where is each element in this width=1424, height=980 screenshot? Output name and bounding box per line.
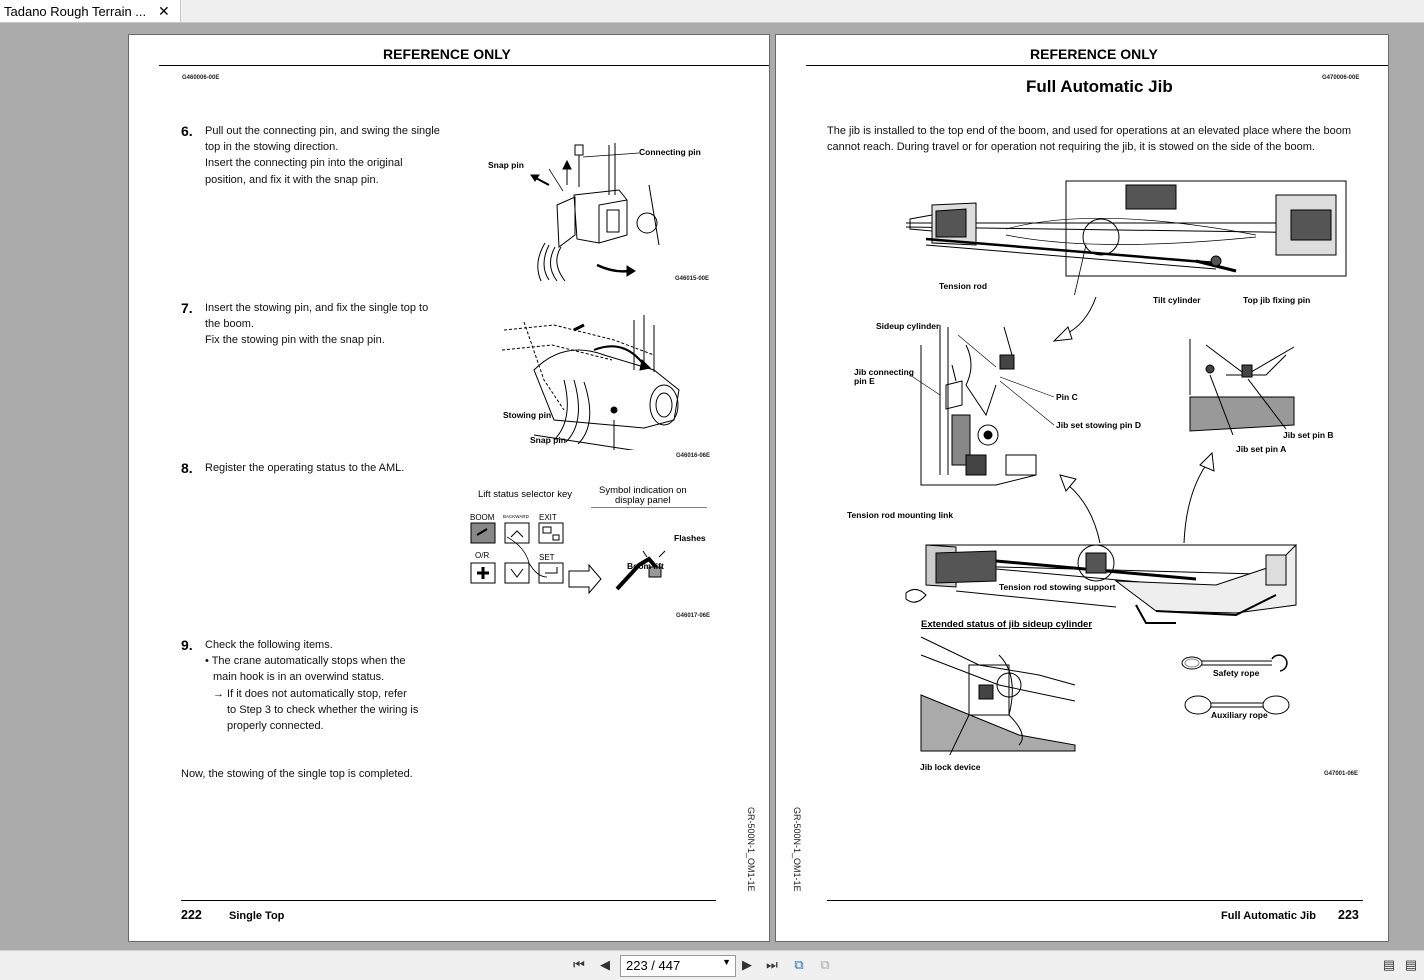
next-page-icon[interactable]: ▶ <box>742 957 752 972</box>
section-code: G460006-00E <box>182 75 220 81</box>
fig-label: Connecting pin <box>639 147 701 157</box>
footer-section: Full Automatic Jib <box>1221 910 1316 922</box>
fig-label: pin E <box>854 376 875 386</box>
fig-label: Tension rod mounting link <box>847 510 954 520</box>
fig-label: Jib set pin B <box>1283 430 1334 440</box>
fig-label: Jib connecting <box>854 367 914 377</box>
page-number: 222 <box>181 908 202 922</box>
closing-text: Now, the stowing of the single top is co… <box>181 768 413 780</box>
step-number: 7. <box>181 300 193 316</box>
page-222: REFERENCE ONLY G460006-00E 6. Pull out t… <box>128 34 770 942</box>
step-number: 8. <box>181 460 193 476</box>
step-text: Pull out the connecting pin, and swing t… <box>205 125 440 186</box>
section-code: G470006-00E <box>1322 75 1360 81</box>
fig-label: Pin C <box>1056 392 1078 402</box>
page-number: 223 <box>1338 908 1359 922</box>
fig-label: Symbol indication on <box>599 485 687 496</box>
intro-text: The jib is installed to the top end of t… <box>827 125 1352 154</box>
sideup-cylinder-figure <box>920 325 1037 486</box>
step-text: Register the operating status to the AML… <box>205 462 405 474</box>
leader-lines <box>909 335 1055 426</box>
footer-section: Single Top <box>229 910 285 922</box>
fig-label: display panel <box>615 495 671 506</box>
or-key-label: O/R <box>475 551 490 560</box>
first-page-icon[interactable]: ⏮ <box>573 957 585 972</box>
connecting-pin-figure <box>530 143 660 282</box>
figure-code: G46015-00E <box>675 276 710 282</box>
set-key-label: SET <box>539 553 555 562</box>
step-number: 6. <box>181 123 193 139</box>
callout-arrows <box>1059 451 1215 544</box>
reference-only-header: REFERENCE ONLY <box>383 46 511 62</box>
fig-label: Jib set pin A <box>1236 444 1287 454</box>
jib-stowed-figure <box>905 180 1347 295</box>
side-code: GR-500N-1_OM1-1E <box>792 807 802 892</box>
copy-page-icon[interactable]: ⧉ <box>794 957 804 972</box>
navigation-toolbar: ⏮ ◀ 223 / 447 ▼ ▶ ⏭ ⧉ ⧉ ▤ ▤ <box>0 950 1424 980</box>
jib-lock-figure <box>920 636 1076 755</box>
callout-arrow <box>1052 296 1097 342</box>
page-number-select[interactable]: 223 / 447 ▼ <box>620 955 736 977</box>
stowing-pin-figure <box>501 315 680 450</box>
fig-label: Tilt cylinder <box>1153 295 1201 305</box>
step-text: Insert the stowing pin, and fix the sing… <box>205 302 429 347</box>
step-number: 9. <box>181 637 193 653</box>
figure-code: G47001-06E <box>1324 771 1359 777</box>
fig-label: Jib lock device <box>920 762 981 772</box>
last-page-icon[interactable]: ⏭ <box>766 957 778 972</box>
fig-label: Lift status selector key <box>478 489 572 500</box>
header-rule <box>159 65 769 66</box>
close-icon[interactable]: ✕ <box>158 3 170 19</box>
ropes-figure <box>1181 654 1290 715</box>
fig-label: Sideup cylinder <box>876 321 940 331</box>
extended-status-heading: Extended status of jib sideup cylinder <box>921 619 1093 630</box>
aml-panel-figure <box>470 507 707 595</box>
previous-page-icon[interactable]: ◀ <box>600 957 610 972</box>
single-page-view-icon[interactable]: ▤ <box>1382 957 1396 972</box>
fig-label: Top jib fixing pin <box>1243 295 1311 305</box>
fig-label: Boom lift <box>627 561 664 571</box>
fig-label: Snap pin <box>530 435 566 445</box>
fig-label: Safety rope <box>1213 668 1260 678</box>
exit-key-label: EXIT <box>539 513 557 522</box>
paste-page-icon[interactable]: ⧉ <box>820 957 830 972</box>
step-text: Check the following items. • The crane a… <box>205 639 419 733</box>
tab-title: Tadano Rough Terrain ... <box>4 4 147 19</box>
fig-label: Jib set stowing pin D <box>1056 420 1142 430</box>
fig-label: Tension rod stowing support <box>999 582 1116 592</box>
continuous-view-icon[interactable]: ▤ <box>1404 957 1418 972</box>
boom-figure <box>905 543 1297 624</box>
section-title: Full Automatic Jib <box>1026 77 1173 96</box>
page-number-value: 223 / 447 <box>626 958 681 973</box>
page-223: REFERENCE ONLY G470006-00E Full Automati… <box>775 34 1389 942</box>
fig-label: Flashes <box>674 533 706 543</box>
jib-set-pin-figure <box>1189 339 1295 435</box>
side-code: GR-500N-1_OM1-1E <box>746 807 756 892</box>
footer-rule <box>827 900 1363 901</box>
fig-label: Snap pin <box>488 160 524 170</box>
document-tab[interactable]: Tadano Rough Terrain ... ✕ <box>0 0 181 22</box>
fig-label: Stowing pin <box>503 410 552 420</box>
figure-code: G46017-06E <box>676 613 711 619</box>
footer-rule <box>181 900 716 901</box>
reference-only-header: REFERENCE ONLY <box>1030 46 1158 62</box>
dropdown-arrow-icon[interactable]: ▼ <box>722 957 731 967</box>
backward-key-label: BACKWARD <box>503 514 529 519</box>
fig-label: Tension rod <box>939 281 988 291</box>
header-rule <box>806 65 1388 66</box>
boom-key-label: BOOM <box>470 513 495 522</box>
fig-label: Auxiliary rope <box>1211 710 1268 720</box>
figure-code: G46016-06E <box>676 453 711 459</box>
tab-bar: Tadano Rough Terrain ... ✕ <box>0 0 1424 23</box>
